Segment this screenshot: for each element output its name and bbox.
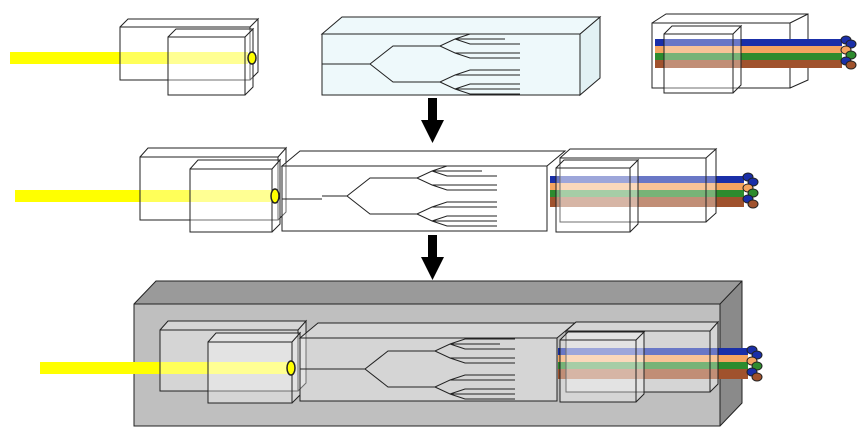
ribbon-blue <box>558 348 748 355</box>
down-arrow-icon <box>421 235 444 280</box>
ribbon-orange <box>558 355 748 362</box>
ribbon-fiber-ends <box>742 172 759 209</box>
ribbon-blue <box>550 176 744 183</box>
ribbon-orange <box>655 46 842 53</box>
ribbon-green <box>558 362 748 369</box>
ribbon-brown <box>558 369 748 379</box>
ribbon-green <box>655 53 842 60</box>
ribbon-fiber-ends <box>840 35 857 70</box>
fiber-ferrule-icon <box>247 51 257 65</box>
fiber-ferrule-icon <box>270 188 280 204</box>
output-ribbon-connector <box>651 13 857 94</box>
input-fiber <box>40 362 295 374</box>
ribbon-brown <box>655 60 842 68</box>
input-connector <box>10 17 260 96</box>
ribbon-green <box>550 190 744 197</box>
ribbon-fiber-ends <box>746 345 763 382</box>
packaged-splitter <box>40 280 763 427</box>
down-arrow-icon <box>421 98 444 143</box>
package-top <box>134 281 742 304</box>
ribbon-blue <box>655 39 842 46</box>
ribbon-orange <box>550 183 744 190</box>
assembled-splitter <box>15 146 759 233</box>
ribbon-brown <box>550 197 744 207</box>
fiber-ferrule-icon <box>286 360 296 376</box>
splitter-chip <box>320 15 602 97</box>
input-fiber <box>15 190 275 202</box>
input-fiber <box>10 52 248 64</box>
